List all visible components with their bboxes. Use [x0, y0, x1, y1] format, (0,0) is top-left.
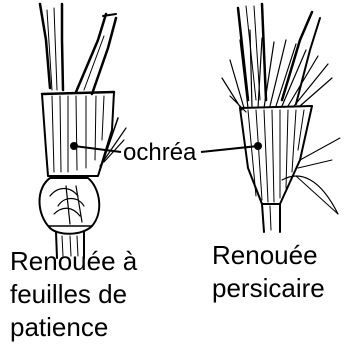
right-caption-line-1: Renouée	[212, 239, 325, 272]
callout-line-right	[201, 146, 258, 152]
ochrea-callout: ochréa	[70, 139, 262, 166]
left-leaf-stalk	[76, 14, 116, 94]
left-ochrea-sheath	[42, 92, 126, 176]
right-leaf-stalk	[282, 12, 320, 104]
callout-line-left	[74, 146, 121, 152]
left-caption-line-1: Renouée à	[10, 245, 137, 278]
right-caption-line-2: persicaire	[212, 272, 325, 305]
callout-dot-right	[254, 142, 262, 150]
callout-dot-left	[70, 142, 78, 150]
left-caption-line-2: feuilles de	[10, 278, 137, 311]
right-lower-stem	[262, 204, 280, 232]
callout-label: ochréa	[123, 139, 197, 166]
right-species-caption: Renouée persicaire	[212, 239, 325, 305]
right-ochrea-sheath	[222, 30, 340, 214]
left-species-caption: Renouée à feuilles de patience	[10, 245, 137, 344]
right-plant-drawing	[222, 4, 340, 232]
left-caption-line-3: patience	[10, 311, 137, 344]
left-plant-drawing	[40, 4, 127, 258]
left-swollen-node	[40, 178, 100, 234]
left-main-stem	[40, 4, 63, 90]
